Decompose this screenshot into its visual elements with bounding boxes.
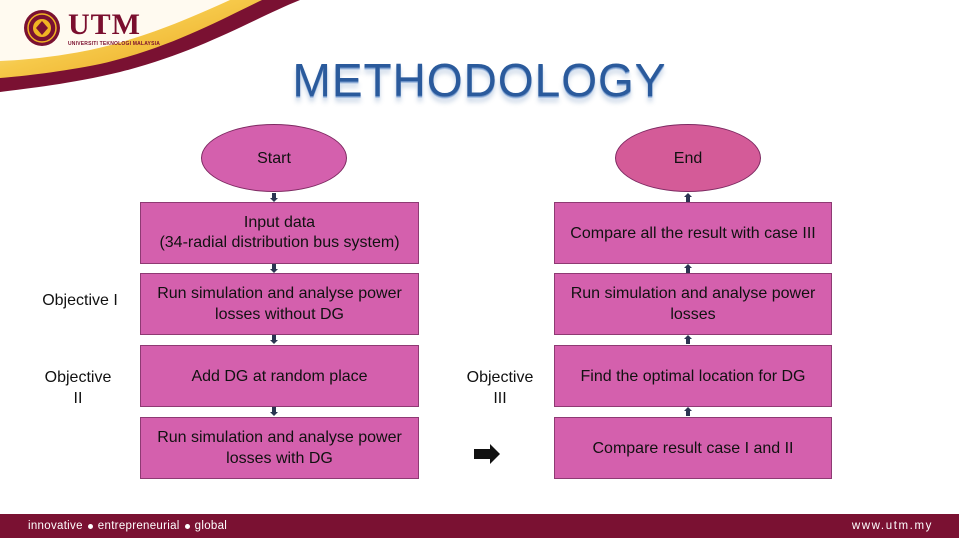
step-find-optimal-location-label: Find the optimal location for DG <box>580 367 806 385</box>
step-compare-all: Compare all the result with case III <box>554 202 832 264</box>
tagline-word-entrepreneurial: entrepreneurial <box>97 520 180 532</box>
step-simulate-without-dg: Run simulation and analyse power losses … <box>140 273 419 335</box>
tagline-word-innovative: innovative <box>28 520 83 532</box>
start-terminal: Start <box>201 124 347 192</box>
start-label: Start <box>257 149 291 167</box>
tagline-word-global: global <box>194 520 228 532</box>
step-compare-all-label: Compare all the result with case III <box>570 224 816 242</box>
bullet-icon <box>87 523 93 529</box>
arrow-up-4 <box>684 407 692 416</box>
corner-swoosh <box>0 0 300 92</box>
step-compare-case-1-2-label: Compare result case I and II <box>592 439 794 457</box>
objective-3-label: Objective III <box>466 369 534 407</box>
footer-url[interactable]: www.utm.my <box>851 520 933 532</box>
end-terminal: End <box>615 124 761 192</box>
step-simulate-power-losses-label: Run simulation and analyse power losses <box>570 285 816 323</box>
step-input-data: Input data (34-radial distribution bus s… <box>140 202 419 264</box>
arrow-down-2 <box>270 264 278 273</box>
arrow-up-3 <box>684 335 692 344</box>
bullet-icon <box>184 523 190 529</box>
step-compare-case-1-2: Compare result case I and II <box>554 417 832 479</box>
step-simulate-with-dg: Run simulation and analyse power losses … <box>140 417 419 479</box>
arrow-down-1 <box>270 193 278 202</box>
arrow-down-4 <box>270 407 278 416</box>
objective-2-label: Objective II <box>44 369 112 407</box>
arrow-down-3 <box>270 335 278 344</box>
step-add-dg: Add DG at random place <box>140 345 419 407</box>
step-simulate-power-losses: Run simulation and analyse power losses <box>554 273 832 335</box>
university-seal-icon <box>24 10 60 46</box>
utm-logo: UTM UNIVERSITI TEKNOLOGI MALAYSIA <box>22 6 182 50</box>
arrow-up-1 <box>684 193 692 202</box>
logo-subtitle: UNIVERSITI TEKNOLOGI MALAYSIA <box>68 40 161 47</box>
logo-name: UTM <box>68 7 141 41</box>
footer-bar: innovative entrepreneurial global www.ut… <box>0 514 959 538</box>
objective-1-label: Objective I <box>42 292 118 309</box>
arrow-up-2 <box>684 264 692 273</box>
footer-tagline: innovative entrepreneurial global <box>28 520 227 532</box>
step-find-optimal-location: Find the optimal location for DG <box>554 345 832 407</box>
page-title: METHODOLOGY <box>292 54 667 106</box>
step-simulate-without-dg-label: Run simulation and analyse power losses … <box>157 285 402 323</box>
step-add-dg-label: Add DG at random place <box>191 367 368 385</box>
end-label: End <box>673 149 703 167</box>
step-input-data-label: Input data (34-radial distribution bus s… <box>159 214 400 251</box>
transition-arrow-icon <box>474 444 500 464</box>
step-simulate-with-dg-label: Run simulation and analyse power losses … <box>157 429 402 467</box>
